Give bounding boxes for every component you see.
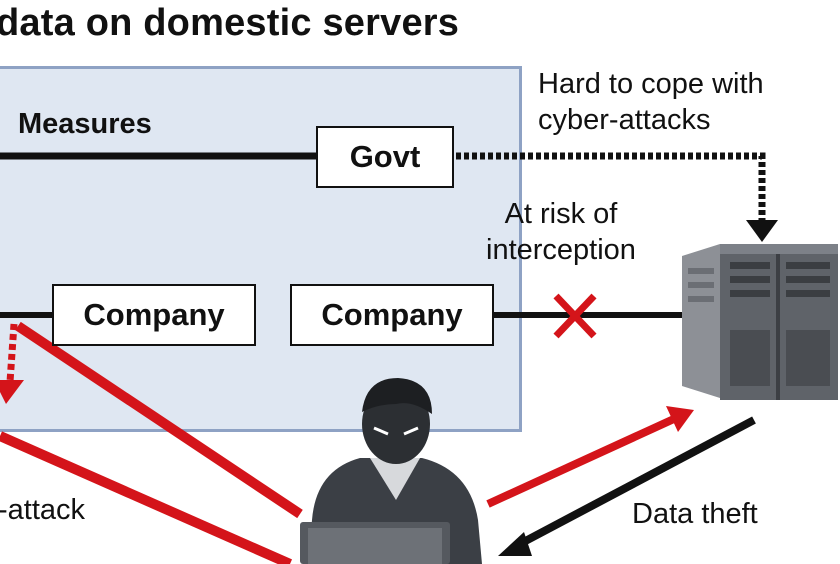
cyber-attack-label: -attack	[0, 494, 86, 526]
govt-box: Govt	[316, 126, 454, 188]
data-theft-line	[514, 416, 756, 550]
server-icon	[682, 244, 838, 400]
attack-line-1	[15, 321, 303, 519]
hacker-icon	[300, 378, 482, 564]
govt-to-server-dotted	[456, 152, 766, 222]
attack-server-arrowhead	[666, 406, 694, 432]
red-dashed-arrow	[6, 323, 18, 383]
company-box-1: Company	[52, 284, 256, 346]
hard-to-cope-line-2: cyber-attacks	[538, 104, 711, 136]
at-risk-line-2: interception	[486, 234, 636, 266]
measures-label: Measures	[18, 108, 152, 140]
block-x-icon	[553, 293, 597, 339]
data-theft-arrowhead	[498, 532, 532, 556]
attack-line-2	[0, 431, 293, 564]
dotted-arrowhead	[746, 220, 778, 242]
hard-to-cope-line-1: Hard to cope with	[538, 68, 764, 100]
company-box-2: Company	[290, 284, 494, 346]
at-risk-note: At risk of interception	[486, 196, 636, 268]
attack-server-line	[486, 414, 678, 508]
data-theft-label: Data theft	[632, 498, 758, 530]
hard-to-cope-note: Hard to cope with cyber-attacks	[538, 66, 764, 138]
at-risk-line-1: At risk of	[504, 198, 618, 230]
diagram-title: data on domestic servers	[0, 2, 460, 44]
